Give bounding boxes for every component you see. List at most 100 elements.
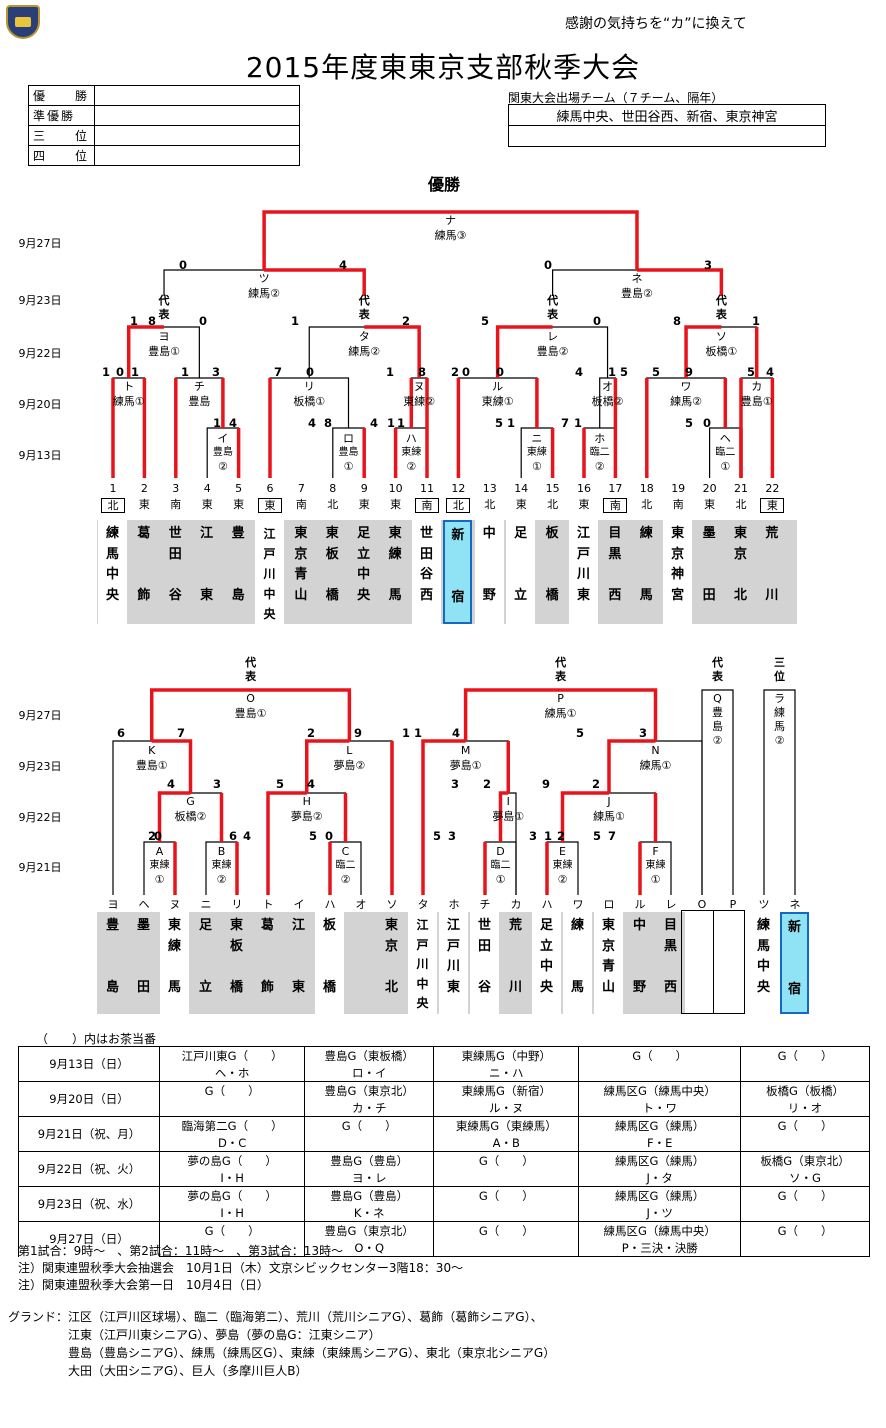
daihyo-label: 三 bbox=[774, 656, 785, 669]
daihyo-label: 代 bbox=[715, 294, 727, 307]
match-venue: 東練① bbox=[481, 395, 514, 408]
win-line bbox=[498, 791, 509, 842]
team-char: 京 bbox=[384, 938, 398, 954]
note-line: 注）関東連盟秋季大会抽選会 10月1日（木）文京シビックセンター3階18：30～ bbox=[18, 1261, 464, 1275]
team-char bbox=[284, 957, 313, 978]
team-char: 江 bbox=[291, 918, 305, 933]
slot-code: ヨ bbox=[107, 898, 119, 911]
team-char: 練 bbox=[167, 938, 181, 954]
slot-region: 東 bbox=[233, 498, 245, 511]
slot-region: 南 bbox=[603, 498, 628, 513]
score: 3 bbox=[528, 829, 537, 843]
team-char: 島 bbox=[105, 979, 119, 995]
schedule-venue: 豊島G（東板橋） bbox=[304, 1046, 435, 1064]
slot-code: リ bbox=[231, 898, 243, 911]
date-label: 9月23日 bbox=[18, 294, 62, 307]
match-venue: 東練 bbox=[645, 860, 666, 871]
match-venue: 練馬② bbox=[248, 287, 281, 300]
schedule-matchup: J・ツ bbox=[578, 1204, 742, 1222]
team-char: 戸 bbox=[576, 546, 590, 562]
score: 2 bbox=[450, 365, 459, 379]
team-char: 目 bbox=[663, 918, 677, 933]
match-code: チ bbox=[193, 380, 205, 393]
schedule-venue: 豊島G（東京北） bbox=[304, 1081, 435, 1099]
schedule-venue: G（ ） bbox=[740, 1221, 870, 1239]
team-char: 江 bbox=[263, 527, 276, 541]
team-char bbox=[98, 957, 127, 978]
team-char bbox=[318, 565, 347, 586]
daihyo-label: 代 bbox=[358, 294, 370, 307]
win-line bbox=[684, 325, 722, 378]
slot-code: ハ bbox=[324, 898, 336, 911]
team-cell: 東練 馬 bbox=[380, 520, 410, 624]
match-venue: 板橋② bbox=[591, 395, 624, 408]
score: 4 bbox=[166, 777, 175, 791]
team-cell: 荒 川 bbox=[501, 912, 530, 1014]
team-char bbox=[695, 565, 724, 586]
team-char: 江 bbox=[416, 918, 429, 932]
team-char: 飾 bbox=[260, 979, 274, 995]
team-char: 央 bbox=[105, 587, 119, 603]
schedule-matchup: A・B bbox=[433, 1134, 580, 1152]
match-venue: ② bbox=[340, 873, 351, 886]
score: 4 bbox=[242, 829, 251, 843]
team-char: 央 bbox=[357, 587, 371, 603]
team-char: 山 bbox=[601, 979, 615, 995]
match-venue: 練馬① bbox=[112, 395, 145, 408]
slot-number: 6 bbox=[266, 482, 274, 495]
score: 5 bbox=[575, 726, 584, 740]
team-logo bbox=[6, 5, 40, 39]
champion-label: 優勝 bbox=[428, 175, 461, 194]
team-cell: 板 橋 bbox=[315, 912, 344, 1014]
schedule-matchup bbox=[740, 1134, 870, 1152]
team-char: 川 bbox=[765, 587, 779, 603]
schedule-venue: 夢の島G（ ） bbox=[158, 1186, 306, 1204]
slot-code: ヌ bbox=[169, 898, 181, 911]
score: 5 bbox=[494, 416, 503, 430]
score: 7 bbox=[273, 365, 282, 379]
ground-line: 豊島（豊島シニアG）、練馬（練馬区G）、東練（東練馬シニアG）、東北（東京北シニ… bbox=[68, 1346, 556, 1360]
match-code: F bbox=[652, 845, 659, 858]
team-char: 川 bbox=[576, 567, 590, 582]
team-char: 山 bbox=[294, 587, 308, 603]
slot-region: 北 bbox=[484, 498, 496, 511]
team-char bbox=[470, 957, 499, 978]
slot-number: 10 bbox=[388, 482, 403, 495]
match-venue: 東練 bbox=[526, 447, 547, 458]
team-char bbox=[445, 567, 470, 588]
team-char: 谷 bbox=[419, 567, 433, 582]
team-cell: 中 野 bbox=[625, 912, 654, 1014]
team-cell: 江戸川東 bbox=[439, 912, 468, 1014]
team-char: 谷 bbox=[168, 587, 182, 603]
slot-region: 東 bbox=[704, 498, 716, 511]
team-char: 足 bbox=[514, 526, 528, 541]
team-char: 東 bbox=[167, 918, 181, 933]
team-cell: 練 馬 bbox=[631, 520, 661, 624]
team-char: 宿 bbox=[787, 981, 801, 997]
match-box bbox=[740, 377, 774, 478]
team-char bbox=[625, 957, 654, 978]
ground-legend: グランド：江区（江戸川区球場）、臨二（臨海第二）、荒川（荒川シニアG）、葛飾（葛… bbox=[8, 1308, 555, 1380]
team-cell: 葛 飾 bbox=[253, 912, 282, 1014]
team-char: 橋 bbox=[229, 979, 243, 995]
team-char: 北 bbox=[384, 979, 398, 995]
match-venue: 東練② bbox=[403, 395, 436, 408]
match-box bbox=[267, 792, 347, 895]
match-venue: 豊島① bbox=[740, 395, 773, 408]
match-venue: 臨二 bbox=[335, 860, 356, 871]
score: 0 bbox=[198, 314, 207, 328]
slot-number: 17 bbox=[608, 482, 623, 495]
team-cell: 世田 谷 bbox=[470, 912, 499, 1014]
team-cell: 東京 北 bbox=[726, 520, 755, 624]
schedule-matchup: ル・ヌ bbox=[433, 1099, 580, 1117]
kanto-teams: 練馬中央、世田谷西、新宿、東京神宮 bbox=[508, 104, 826, 126]
team-char: 馬 bbox=[570, 979, 584, 995]
score: 2 bbox=[147, 829, 156, 843]
match-code: H bbox=[302, 795, 311, 808]
team-char bbox=[222, 957, 251, 978]
slot-number: 14 bbox=[514, 482, 529, 495]
score: 1 bbox=[130, 365, 139, 379]
schedule-venue: 練馬区G（練馬中央） bbox=[578, 1221, 742, 1239]
match-venue: 練馬② bbox=[670, 395, 702, 408]
team-char: 豊 bbox=[231, 526, 245, 541]
